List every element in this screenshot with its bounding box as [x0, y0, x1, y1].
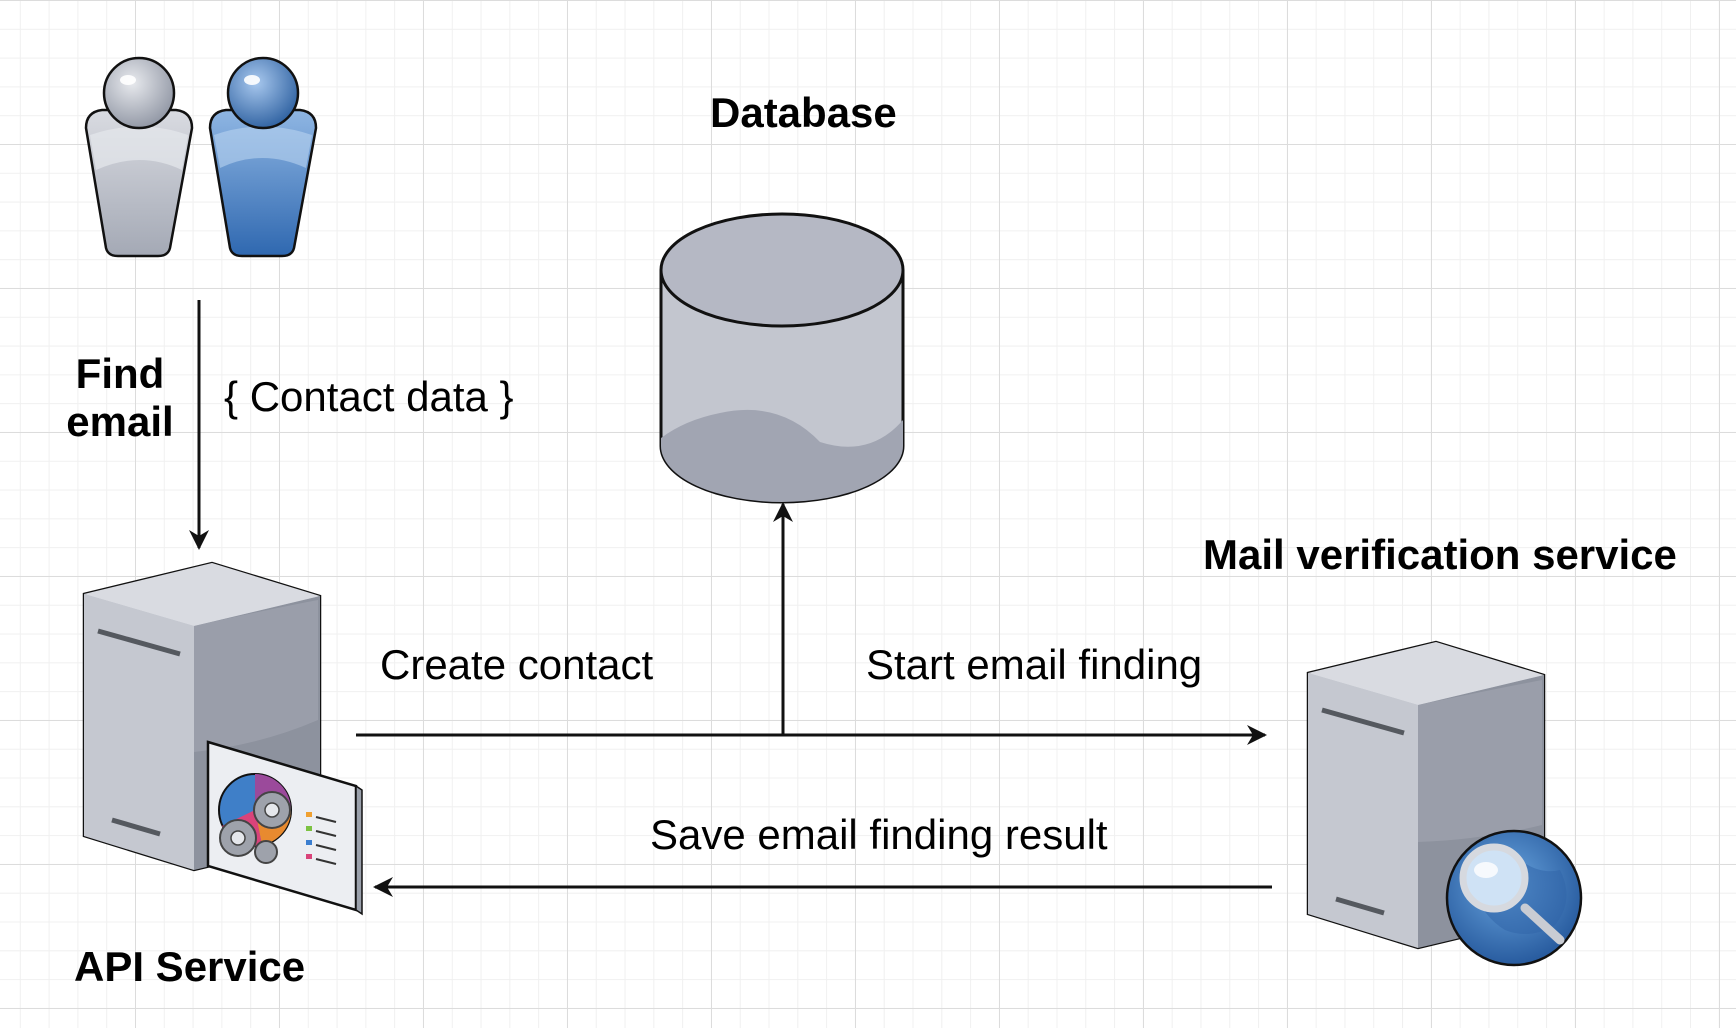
api-service-title: API Service [74, 943, 306, 990]
gray-person-icon [84, 56, 194, 258]
mail-service-title: Mail verification service [1203, 531, 1677, 578]
mail-server-icon [1306, 640, 1583, 967]
api-server-icon [82, 561, 363, 916]
users-label-line1: Find [75, 350, 165, 397]
gear-icon [219, 791, 291, 864]
edge-label-save-result: Save email finding result [650, 811, 1108, 858]
users-icon [84, 56, 318, 258]
edge-create-contact [356, 502, 793, 737]
database-cylinder-icon [659, 212, 905, 504]
edge-label-create-contact: Create contact [380, 641, 654, 688]
globe-search-icon [1445, 829, 1583, 967]
edge-label-start-finding: Start email finding [866, 641, 1203, 688]
request-payload-label: { Contact data } [224, 373, 514, 420]
blue-person-icon [208, 56, 318, 258]
users-label: Find email [58, 350, 182, 447]
dashboard-panel-icon [206, 740, 363, 916]
users-label-line2: email [66, 398, 174, 446]
database-title: Database [710, 89, 897, 136]
